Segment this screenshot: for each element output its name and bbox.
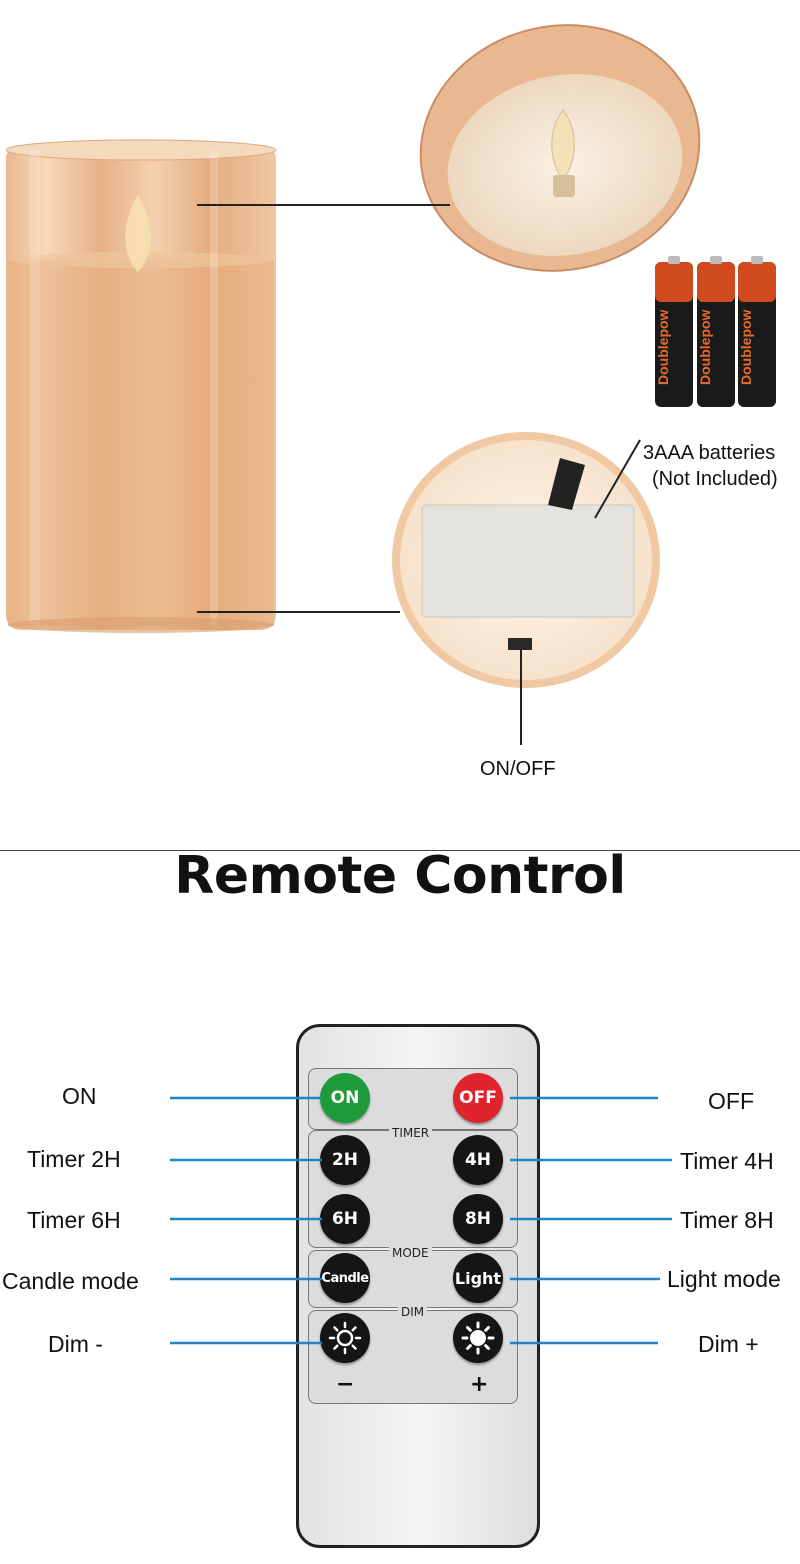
on-button[interactable]: ON	[320, 1073, 370, 1123]
dim-plus-symbol: +	[470, 1372, 489, 1397]
batteries-callout-line1: 3AAA batteries	[643, 442, 776, 464]
battery-brand-3: Doublepow	[738, 309, 754, 385]
label-on: ON	[62, 1083, 97, 1109]
leader-batteries	[594, 439, 641, 519]
label-timer-6h: Timer 6H	[27, 1207, 121, 1233]
label-dim-minus: Dim -	[48, 1331, 103, 1357]
candle-diagram: Doublepow Doublepow Doublepow	[5, 24, 776, 745]
timer-group-label: TIMER	[389, 1126, 433, 1140]
batteries-callout-line2: (Not Included)	[652, 468, 778, 490]
dim-minus-button[interactable]	[320, 1313, 370, 1363]
label-light-mode: Light mode	[667, 1266, 781, 1292]
label-candle-mode: Candle mode	[2, 1268, 139, 1294]
label-timer-8h: Timer 8H	[680, 1207, 774, 1233]
candle-bottom-view	[392, 432, 660, 688]
switch-callout: ON/OFF	[480, 758, 556, 780]
timer-4h-button[interactable]: 4H	[453, 1135, 503, 1185]
timer-6h-button[interactable]: 6H	[320, 1194, 370, 1244]
timer-8h-button[interactable]: 8H	[453, 1194, 503, 1244]
mode-group-label: MODE	[389, 1246, 432, 1260]
label-off: OFF	[708, 1088, 754, 1114]
glass-candle	[5, 139, 277, 633]
dim-minus-symbol: −	[336, 1372, 355, 1397]
product-illustration: Doublepow Doublepow Doublepow 3AAA batte…	[5, 24, 778, 780]
dim-group-label: DIM	[398, 1305, 428, 1319]
label-dim-plus: Dim +	[698, 1331, 759, 1357]
battery-brand-1: Doublepow	[655, 309, 671, 385]
battery-brand-2: Doublepow	[697, 309, 713, 385]
sun-filled-icon	[461, 1321, 495, 1355]
off-button[interactable]: OFF	[453, 1073, 503, 1123]
batteries: Doublepow Doublepow Doublepow	[655, 256, 776, 407]
candle-top-view	[419, 24, 701, 272]
dim-plus-button[interactable]	[453, 1313, 503, 1363]
page-title: Remote Control	[174, 846, 626, 906]
label-timer-2h: Timer 2H	[27, 1146, 121, 1172]
section-divider	[0, 850, 800, 851]
sun-outline-icon	[328, 1321, 362, 1355]
label-timer-4h: Timer 4H	[680, 1148, 774, 1174]
light-mode-button[interactable]: Light	[453, 1253, 503, 1303]
timer-2h-button[interactable]: 2H	[320, 1135, 370, 1185]
candle-mode-button[interactable]: Candle	[320, 1253, 370, 1303]
